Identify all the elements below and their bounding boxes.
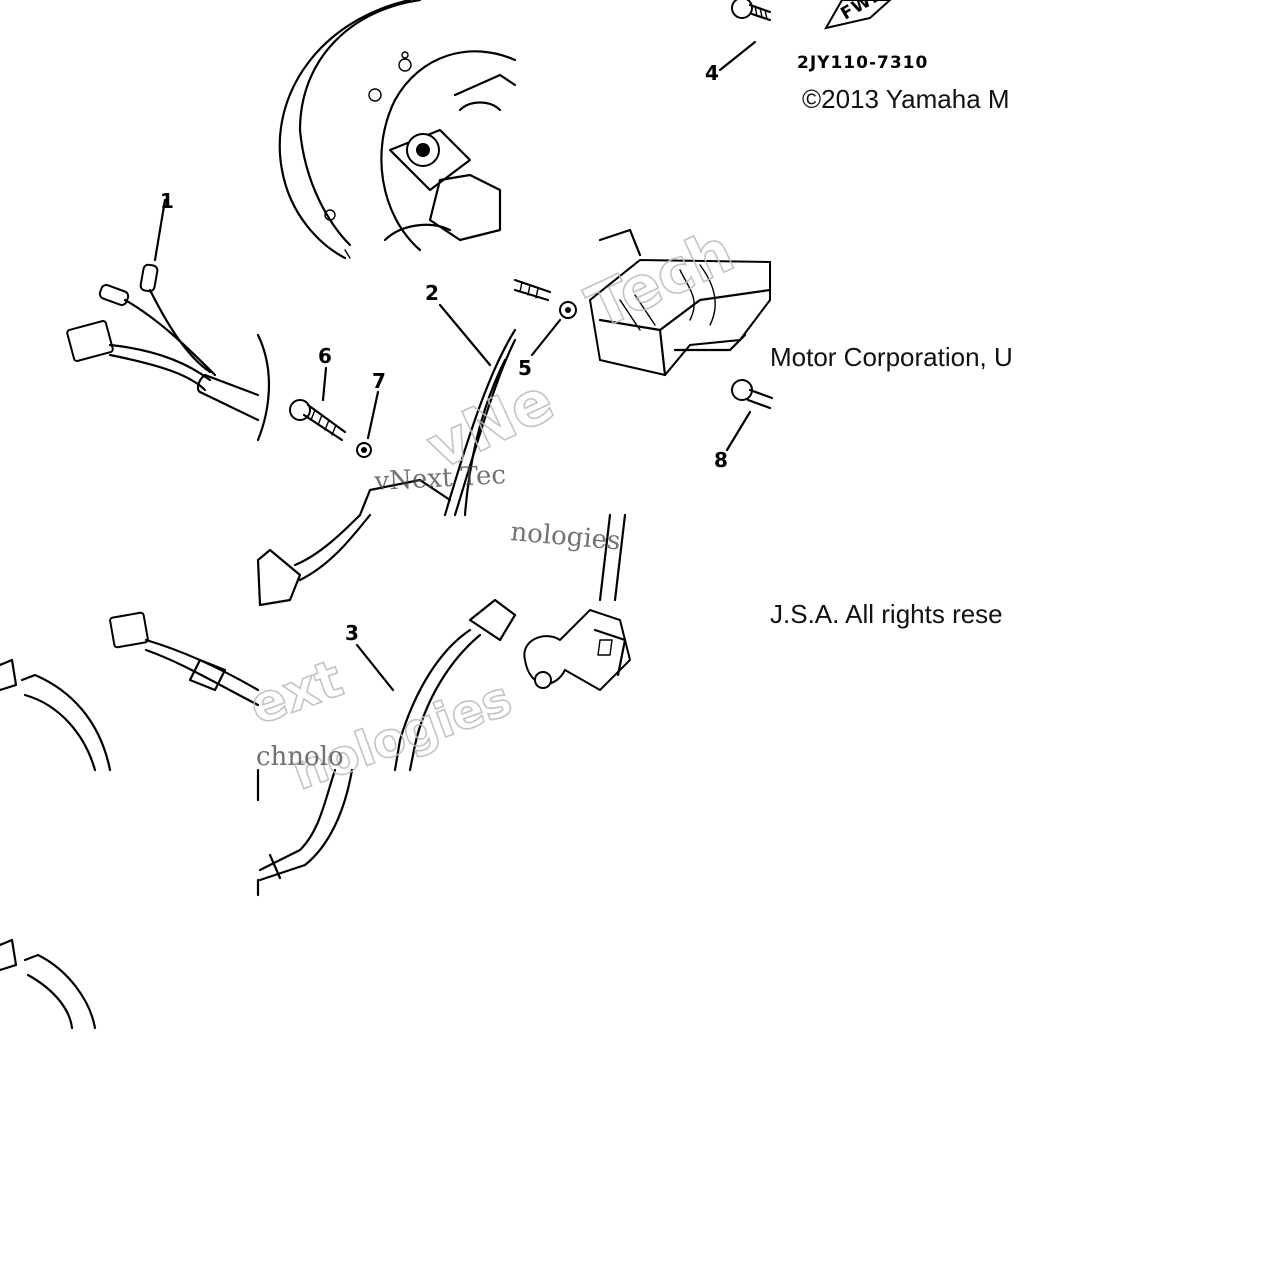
watermarks: vNe Tech vNext Tec nologies ext nologies… [241, 215, 745, 802]
callout-3: 3 [345, 621, 359, 645]
harness-end-bottom [256, 768, 354, 897]
harness-2 [358, 303, 517, 517]
cdi-unit [588, 228, 772, 377]
wire-harness-1 [66, 198, 271, 442]
bolt-6 [289, 366, 347, 442]
copyright-fragment-3: J.S.A. All rights rese [770, 599, 1003, 629]
watermark-vnext-tec: vNext Tec [373, 460, 507, 497]
callout-2: 2 [425, 281, 439, 305]
callout-7: 7 [372, 369, 386, 393]
fwd-label: FWD [838, 0, 889, 24]
callout-1: 1 [160, 189, 174, 213]
copyright-fragment-1: ©2013 Yamaha M [802, 84, 1010, 114]
callout-5: 5 [518, 356, 532, 380]
callout-labels: 1 2 3 4 5 6 7 8 [160, 61, 728, 645]
leader-4 [718, 40, 757, 72]
copyright-fragment-2: Motor Corporation, U [770, 342, 1013, 372]
watermark-chnolo: chnolo [256, 742, 344, 772]
harness-3 [256, 513, 517, 802]
bolt-8 [725, 379, 774, 452]
loop-bottom-left [0, 938, 97, 1030]
pulser-coil [523, 513, 632, 692]
callout-6: 6 [318, 344, 332, 368]
bolt-5 [513, 278, 577, 357]
bolt-4 [718, 0, 772, 72]
watermark-ext: ext [242, 649, 351, 737]
callout-8: 8 [714, 448, 728, 472]
flywheel-rotor [278, 0, 517, 260]
washer-7 [356, 390, 380, 458]
fwd-tag: FWD [824, 0, 892, 30]
part-code: 2JY110-7310 [797, 53, 928, 73]
coupler-lower-left [0, 611, 260, 772]
callout-4: 4 [705, 61, 719, 85]
watermark-nologies-1: nologies [509, 517, 621, 556]
